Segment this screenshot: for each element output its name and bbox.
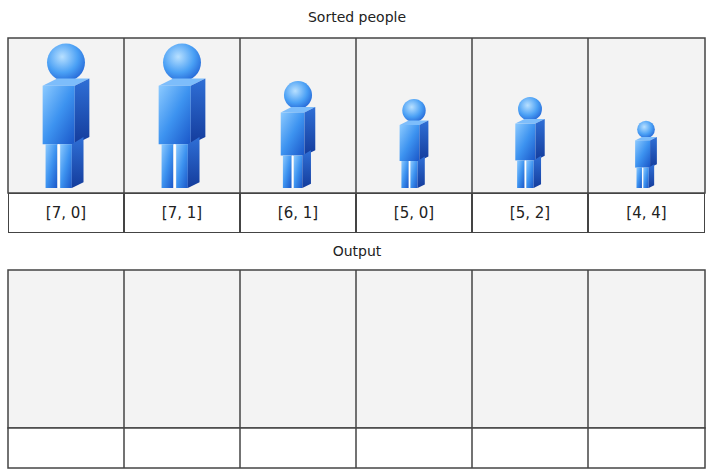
table-title: Sorted people [308,9,406,25]
value-cell: [6, 1] [240,193,356,233]
value-cell: [4, 4] [588,193,705,233]
value-cell: [5, 2] [472,193,588,233]
value-cell: [5, 0] [356,193,472,233]
picture-row [8,38,705,193]
output-table [8,270,705,468]
value-cell: [7, 0] [8,193,124,233]
pair-label: [5, 2] [510,204,550,222]
person-icons [43,43,657,188]
pair-label: [4, 4] [626,204,666,222]
section-heading: Output [333,243,382,259]
pair-label: [7, 0] [46,204,86,222]
pair-label: [6, 1] [278,204,318,222]
value-cell: [7, 1] [124,193,240,233]
pair-label: [7, 1] [162,204,202,222]
pair-label: [5, 0] [394,204,434,222]
